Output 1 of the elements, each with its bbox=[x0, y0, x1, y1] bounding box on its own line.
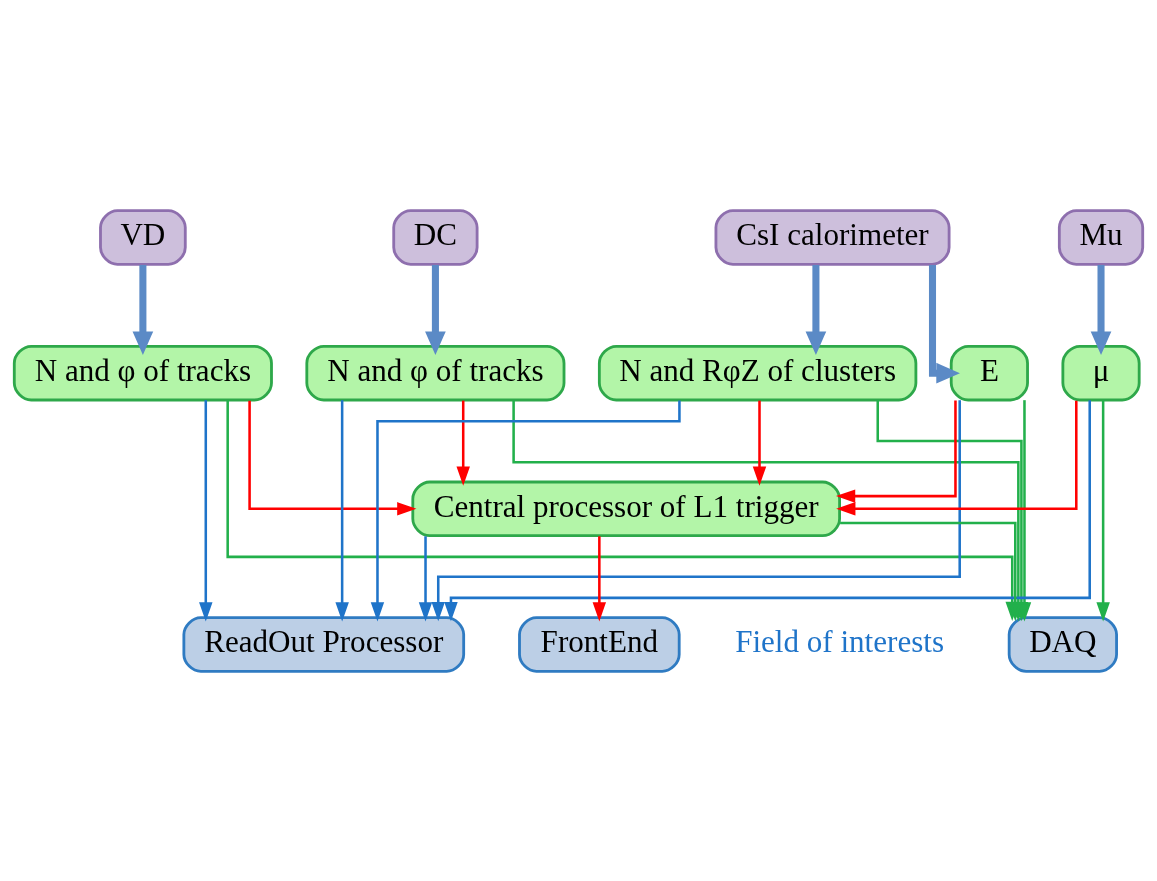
label: Field of interests bbox=[735, 623, 945, 659]
